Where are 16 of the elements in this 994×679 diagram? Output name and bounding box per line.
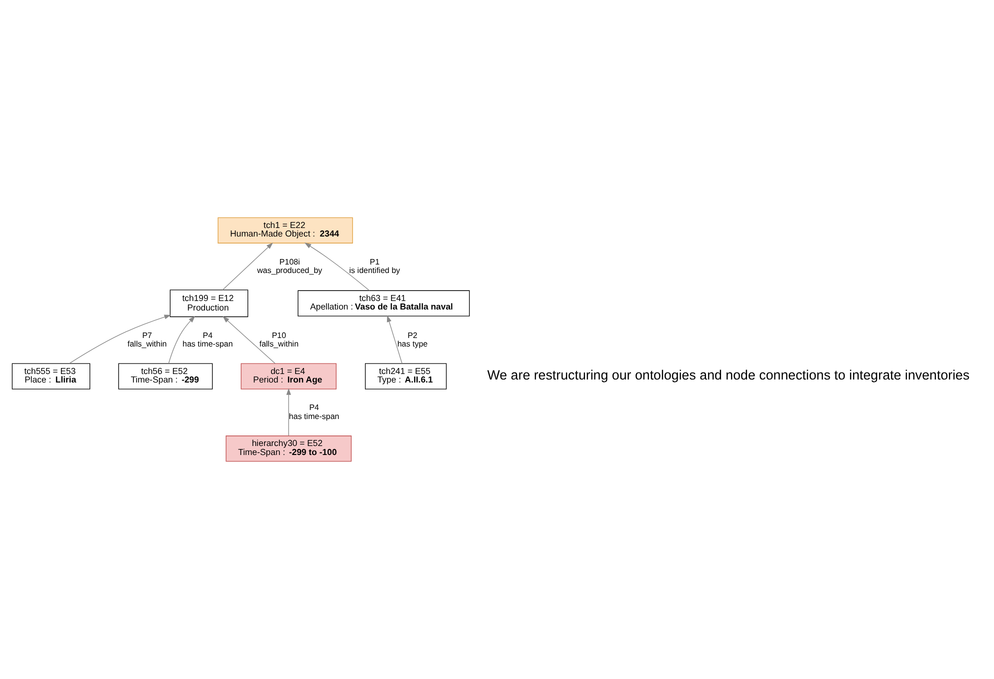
arrow <box>386 315 402 364</box>
node-box: tch63 = E41 Apellation :Vaso de la Batalla naval <box>298 290 470 316</box>
node-box: tch555 = E53 Place : Lliria <box>12 363 90 390</box>
node-box: tch1 = E22 Human-Made Object : 2344 <box>218 217 353 244</box>
arrow <box>69 314 172 364</box>
arrow <box>222 316 276 364</box>
arrow <box>168 316 196 364</box>
arrow <box>304 242 370 291</box>
arrow <box>222 242 274 290</box>
node-box: dc1 = E4 Period : Iron Age <box>240 363 337 390</box>
node-box: tch56 = E52 Time-Span : -299 <box>118 363 213 390</box>
node-box: tch241 = E55 Type : A.II.6.1 <box>364 363 447 390</box>
label: We are restructuring our ontologies and node connections to integrate inventories <box>487 368 970 383</box>
node-box: tch199 = E12 Production <box>170 290 248 318</box>
node-box: hierarchy30 = E52 Time-Span : -299 to -100 <box>226 436 352 462</box>
arrow <box>286 388 291 436</box>
